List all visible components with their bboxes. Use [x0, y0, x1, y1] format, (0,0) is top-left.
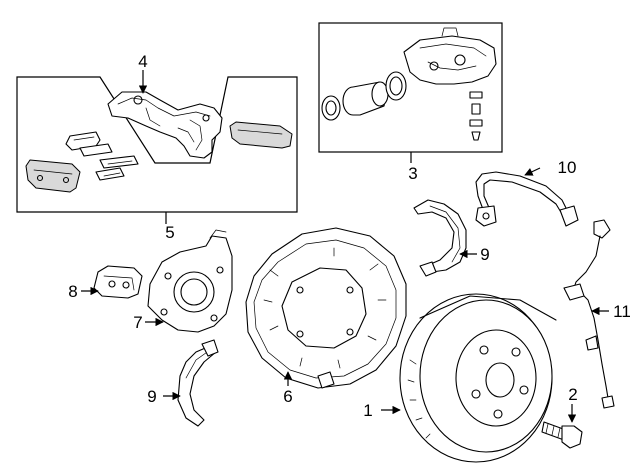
caliper-bracket [107, 91, 223, 159]
parking-brake-shoe-upper [413, 199, 467, 277]
callout-4: 4 [138, 52, 147, 71]
callout-6: 6 [283, 387, 292, 406]
callout-7: 7 [133, 313, 142, 332]
dust-shield [245, 227, 407, 389]
bolt [541, 421, 583, 449]
callout-5: 5 [165, 223, 174, 242]
callout-leaders [81, 70, 609, 423]
callout-11: 11 [613, 302, 631, 321]
parking-brake-shoe-lower [177, 339, 219, 427]
brake-pads [25, 121, 293, 193]
callout-10: 10 [558, 158, 577, 177]
callout-3: 3 [408, 164, 417, 183]
anchor-plate [147, 229, 233, 333]
mounting-block [93, 265, 143, 299]
brake-rotor [399, 293, 557, 463]
wheel-speed-sensor [563, 219, 615, 409]
callout-1: 1 [363, 401, 372, 420]
callout-2: 2 [568, 385, 577, 404]
callout-9-upper: 9 [480, 245, 489, 264]
brake-caliper [321, 27, 497, 141]
callout-9-lower: 9 [147, 387, 156, 406]
callout-8: 8 [68, 282, 77, 301]
brake-hose [475, 171, 579, 227]
